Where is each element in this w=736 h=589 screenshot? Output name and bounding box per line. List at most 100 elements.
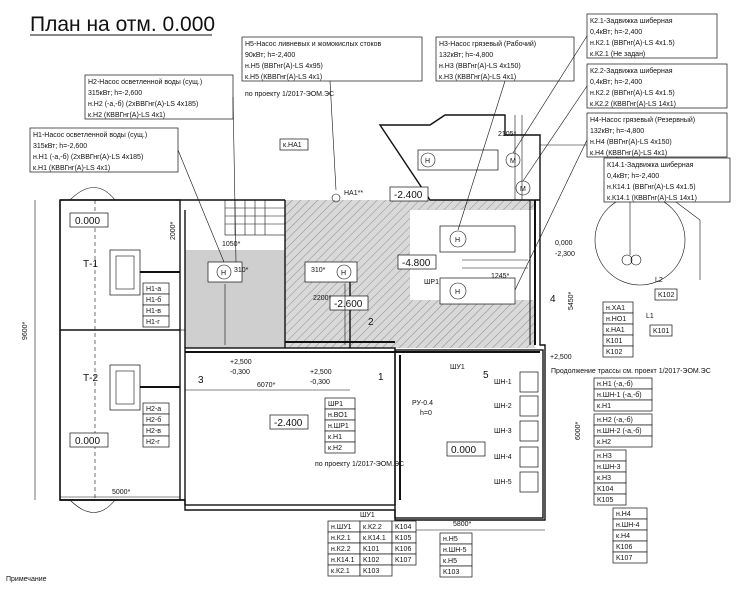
label-shr1-room: ШР1 (424, 279, 439, 286)
label-shn3: ШН-3 (494, 428, 512, 435)
svg-text:н.ВО1: н.ВО1 (328, 412, 348, 419)
svg-text:K105: K105 (597, 497, 613, 504)
svg-text:Н1-г: Н1-г (146, 319, 160, 326)
svg-text:K103: K103 (443, 569, 459, 576)
svg-text:K107: K107 (395, 557, 411, 564)
svg-text:н.К2.1 (ВВГнг(А)-LS 4х1.5): н.К2.1 (ВВГнг(А)-LS 4х1.5) (590, 40, 675, 47)
svg-text:5800*: 5800* (453, 521, 472, 528)
callout-h3: Н3-Насос грязевый (Рабочий) 132кВт; h=-4… (435, 36, 575, 231)
xa-list: н.ХА1 н.НО1 к.НА1 K101 K102 (602, 301, 634, 358)
svg-text:K103: K103 (363, 568, 379, 575)
pump-h1: Н (207, 261, 243, 283)
svg-text:Н2-г: Н2-г (146, 439, 160, 446)
svg-text:310*: 310* (234, 267, 249, 274)
svg-text:к.Н5: к.Н5 (443, 558, 457, 565)
svg-text:1050*: 1050* (222, 241, 241, 248)
t2-busbars: Н2-а Н2-б Н2-в Н2-г (142, 402, 170, 448)
t2-label: Т-2 (83, 373, 98, 384)
svg-text:к.К2.1: к.К2.1 (331, 568, 350, 575)
svg-text:к.Н1 (КВВГнг(А)-LS 4х1): к.Н1 (КВВГнг(А)-LS 4х1) (33, 165, 110, 172)
svg-text:к.Н2 (КВВГнг(А)-LS 4х1): к.Н2 (КВВГнг(А)-LS 4х1) (88, 112, 165, 119)
svg-text:к.Н5 (КВВГнг(А)-LS 4х1): к.Н5 (КВВГнг(А)-LS 4х1) (245, 74, 322, 81)
svg-text:к.Н1: к.Н1 (328, 434, 342, 441)
callout-k21: К2.1-Задвижка шиберная 0,4кВт; h=-2,400 … (512, 13, 718, 154)
pump-h4: Н (439, 277, 516, 305)
svg-text:1: 1 (378, 372, 384, 383)
svg-text:н.Н2 (-а,-б) (2хВВГнг(А)-LS 4х: н.Н2 (-а,-б) (2хВВГнг(А)-LS 4х185) (88, 100, 198, 108)
label-ka1: к.НА1 (283, 142, 302, 149)
svg-text:Н: Н (455, 237, 460, 244)
svg-text:K104: K104 (597, 486, 613, 493)
svg-text:н.ШУ1: н.ШУ1 (331, 524, 352, 531)
svg-text:Н3-Насос грязевый (Рабочий): Н3-Насос грязевый (Рабочий) (439, 40, 536, 48)
svg-text:K105: K105 (395, 535, 411, 542)
cable-trays (180, 115, 540, 500)
shu1-table-title: ШУ1 (360, 512, 375, 519)
svg-text:к.Н2: к.Н2 (597, 439, 611, 446)
transformer-t1 (109, 249, 180, 296)
per-project-note-bottom: по проекту 1/2017-ЭОМ.ЭС (315, 461, 404, 468)
svg-text:K102: K102 (658, 292, 674, 299)
right-group-3: н.Н3 н.ШН-3 к.Н3 K104 K105 (593, 449, 627, 506)
svg-text:н.К2.2: н.К2.2 (331, 546, 351, 553)
label-shn1: ШН-1 (494, 379, 512, 386)
svg-text:к.К2.2 (КВВГнг(А)-LS 14х1): к.К2.2 (КВВГнг(А)-LS 14х1) (590, 101, 676, 108)
svg-text:н.НО1: н.НО1 (606, 316, 626, 323)
t1-label: Т-1 (83, 259, 98, 270)
svg-text:K102: K102 (606, 349, 622, 356)
building-outline (59, 114, 546, 521)
right-group-5: н.Н5 н.ШН-5 к.Н5 K103 (439, 532, 473, 578)
svg-text:K101: K101 (653, 328, 669, 335)
svg-text:3: 3 (198, 375, 204, 386)
svg-text:+2,500: +2,500 (230, 359, 252, 366)
label-shn2: ШН-2 (494, 403, 512, 410)
svg-text:к.К2.1 (Не задан): к.К2.1 (Не задан) (590, 51, 645, 58)
level-0000-a: 0.000 (75, 216, 100, 227)
svg-text:Н: Н (425, 158, 430, 165)
level-0000-d: 0,000 (555, 240, 573, 247)
svg-text:н.Н1 (-а,-б): н.Н1 (-а,-б) (597, 380, 633, 388)
svg-text:н.К2.2 (ВВГнг(А)-LS 4х1.5): н.К2.2 (ВВГнг(А)-LS 4х1.5) (590, 90, 675, 97)
svg-text:к.Н3 (КВВГнг(А)-LS 4х1): к.Н3 (КВВГнг(А)-LS 4х1) (439, 74, 516, 81)
pump-h5: Н (417, 149, 499, 171)
svg-text:2200*: 2200* (313, 295, 332, 302)
per-project-note-top: по проекту 1/2017-ЭОМ.ЭС (245, 91, 334, 98)
svg-text:2: 2 (368, 317, 374, 328)
callout-h4: Н4-Насос грязевый (Резервный) 132кВт; h=… (514, 112, 728, 291)
svg-text:2000*: 2000* (170, 221, 177, 240)
svg-text:K104: K104 (395, 524, 411, 531)
label-shu1: ШУ1 (450, 364, 465, 371)
svg-text:ШР1: ШР1 (328, 401, 343, 408)
svg-text:К2.1-Задвижка шиберная: К2.1-Задвижка шиберная (590, 17, 673, 25)
svg-text:6070*: 6070* (257, 382, 276, 389)
svg-text:Н1-а: Н1-а (146, 286, 161, 293)
svg-text:315кВт; h=-2,600: 315кВт; h=-2,600 (33, 143, 87, 150)
svg-text:Н: Н (455, 289, 460, 296)
level-2400-a: -2.400 (394, 190, 423, 201)
svg-text:Н2-а: Н2-а (146, 406, 161, 413)
svg-text:310*: 310* (311, 267, 326, 274)
note-label: Примечание (6, 576, 47, 583)
label-shn5: ШН-5 (494, 479, 512, 486)
svg-text:к.Н4 (КВВГнг(А)-LS 4х1): к.Н4 (КВВГнг(А)-LS 4х1) (590, 150, 667, 157)
shu1-table: н.ШУ1 к.К2.2 K104 н.К2.1 к.К14.1 K105 н.… (327, 520, 417, 577)
svg-text:0,4кВт; h=-2,400: 0,4кВт; h=-2,400 (590, 79, 642, 86)
svg-text:Н1-Насос осветленной воды (сущ: Н1-Насос осветленной воды (сущ.) (33, 131, 147, 139)
svg-text:Н2-б: Н2-б (146, 416, 161, 424)
svg-text:Н4-Насос грязевый (Резервный): Н4-Насос грязевый (Резервный) (590, 116, 695, 124)
label-na1: НА1** (344, 190, 363, 197)
svg-text:Н2-в: Н2-в (146, 428, 161, 435)
svg-text:н.К2.1: н.К2.1 (331, 535, 351, 542)
svg-text:-0,300: -0,300 (310, 379, 330, 386)
svg-text:5: 5 (483, 370, 489, 381)
shr1-list: ШР1 н.ВО1 н.ШР1 к.Н1 к.Н2 (324, 397, 356, 454)
svg-text:н.Н4 (ВВГнг(А)-LS 4х150): н.Н4 (ВВГнг(А)-LS 4х150) (590, 139, 672, 146)
level-2400-b: -2.400 (274, 418, 303, 429)
svg-text:K106: K106 (616, 544, 632, 551)
svg-text:к.Н3: к.Н3 (597, 475, 611, 482)
svg-text:2105*: 2105* (498, 131, 517, 138)
pump-h2: Н (304, 261, 358, 283)
svg-text:K101: K101 (363, 546, 379, 553)
svg-text:132кВт; h=-4,800: 132кВт; h=-4,800 (590, 128, 644, 135)
